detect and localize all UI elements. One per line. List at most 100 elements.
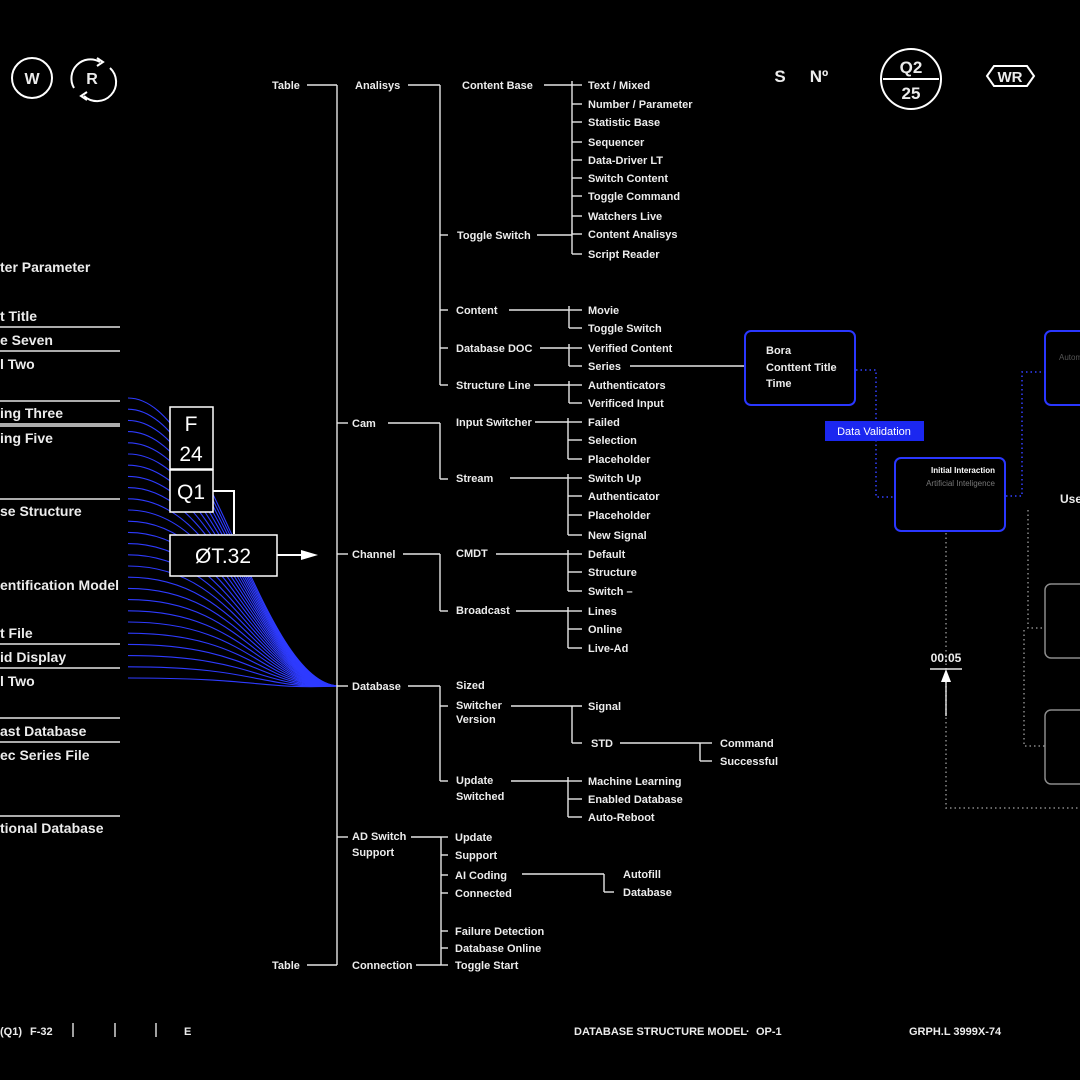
left-list-item: entification Model bbox=[0, 577, 119, 593]
autom-label: Autom bbox=[1059, 353, 1080, 362]
leaf-item: Series bbox=[588, 361, 621, 373]
leaf-item: Number / Parameter bbox=[588, 99, 693, 111]
footer-center: DATABASE STRUCTURE MODEL bbox=[574, 1026, 747, 1038]
wr-badge-shape bbox=[985, 65, 1036, 87]
node-structure-line: Structure Line bbox=[456, 380, 531, 392]
r-badge: R bbox=[86, 71, 98, 88]
leaf-item: Content Analisys bbox=[588, 229, 677, 241]
initial-interaction-sub: Artificial Inteligence bbox=[926, 479, 995, 488]
leaf-item: Lines bbox=[588, 606, 617, 618]
leaf-item: Default bbox=[588, 549, 626, 561]
leaf-item: Support bbox=[455, 850, 497, 862]
node-database-doc: Database DOC bbox=[456, 343, 532, 355]
leaf-item: Connected bbox=[455, 888, 512, 900]
footer: (Q1) F-32 E DATABASE STRUCTURE MODEL · O… bbox=[0, 1023, 1002, 1038]
level1-node: Connection bbox=[352, 960, 413, 972]
leaf-item: Switch Up bbox=[588, 473, 641, 485]
node-switched: Switched bbox=[456, 791, 504, 803]
node-stream: Stream bbox=[456, 473, 494, 485]
footer-e-label: E bbox=[184, 1026, 191, 1038]
tree: Table Table AnalisysCamChannelDatabaseAD… bbox=[272, 80, 778, 972]
leaf-item: Verificed Input bbox=[588, 398, 664, 410]
leaf-item: Toggle Start bbox=[455, 960, 519, 972]
node-switcher: Switcher bbox=[456, 700, 503, 712]
leaf-item: Placeholder bbox=[588, 454, 651, 466]
bora-line-2: Conttent Title bbox=[766, 362, 837, 374]
marker-ot: ØT.32 bbox=[195, 545, 251, 568]
footer-right: GRPH.L 3999X-74 bbox=[909, 1026, 1002, 1038]
node-broadcast: Broadcast bbox=[456, 605, 510, 617]
initial-interaction-title: Initial Interaction bbox=[931, 466, 995, 475]
leaf-item: Enabled Database bbox=[588, 794, 683, 806]
left-list-item: se Structure bbox=[0, 503, 82, 519]
leaf-item: Machine Learning bbox=[588, 776, 682, 788]
grey-box-top[interactable] bbox=[1044, 583, 1080, 659]
leaf-item: Successful bbox=[720, 756, 778, 768]
node-content-base: Content Base bbox=[462, 80, 533, 92]
leaf-item: Switch – bbox=[588, 586, 633, 598]
leaf-item: Text / Mixed bbox=[588, 80, 650, 92]
bora-box[interactable] bbox=[744, 330, 856, 406]
leaf-item: Script Reader bbox=[588, 249, 660, 261]
left-list-item: ing Five bbox=[0, 430, 53, 446]
footer-center-ref: OP-1 bbox=[756, 1026, 782, 1038]
no-label: Nº bbox=[810, 67, 829, 86]
left-list-item: ast Database bbox=[0, 723, 87, 739]
leaf-item: New Signal bbox=[588, 530, 647, 542]
autom-box[interactable] bbox=[1044, 330, 1080, 406]
leaf-item: Structure bbox=[588, 567, 637, 579]
leaf-item: Failed bbox=[588, 417, 620, 429]
use-label: Use bbox=[1060, 492, 1080, 506]
node-cmdt: CMDT bbox=[456, 548, 488, 560]
marker-24: 24 bbox=[179, 443, 203, 466]
node-toggle-switch: Toggle Switch bbox=[457, 230, 531, 242]
header: W R S Nº Q2 25 WR bbox=[11, 48, 1036, 110]
node-input-switcher: Input Switcher bbox=[456, 417, 533, 429]
leaf-item: Sequencer bbox=[588, 137, 645, 149]
data-validation-tag[interactable] bbox=[825, 421, 924, 441]
level1-node: Channel bbox=[352, 549, 395, 561]
left-list-item: ter Parameter bbox=[0, 259, 91, 275]
level1-node: AD Switch bbox=[352, 831, 407, 843]
refresh-icon[interactable] bbox=[70, 57, 118, 103]
leaf-item: Selection bbox=[588, 435, 637, 447]
leaf-item: Movie bbox=[588, 305, 619, 317]
leaf-item: Database bbox=[623, 887, 672, 899]
right-panel: Bora Conttent Title Time Data Validation… bbox=[630, 330, 1080, 809]
bora-line-3: Time bbox=[766, 378, 791, 390]
initial-interaction-box[interactable] bbox=[894, 457, 1006, 532]
grey-box-bottom[interactable] bbox=[1044, 709, 1080, 785]
quarter-top: Q2 bbox=[900, 58, 923, 77]
quarter-bottom: 25 bbox=[902, 84, 921, 103]
root-table-bottom: Table bbox=[272, 960, 300, 972]
leaf-item: Autofill bbox=[623, 869, 661, 881]
leaf-item: Command bbox=[720, 738, 774, 750]
level1-node: Support bbox=[352, 847, 394, 859]
left-list-item: l Two bbox=[0, 356, 35, 372]
s-label: S bbox=[774, 67, 785, 86]
left-list-item: ec Series File bbox=[0, 747, 90, 763]
flow-curves bbox=[127, 397, 339, 688]
leaf-item: Statistic Base bbox=[588, 117, 660, 129]
timer: 00:05 bbox=[931, 651, 962, 665]
marker-group: F 24 Q1 ØT.32 bbox=[169, 406, 318, 577]
node-update: Update bbox=[456, 775, 493, 787]
quarter-badge bbox=[880, 48, 942, 110]
footer-left-code: (Q1) bbox=[0, 1026, 22, 1038]
marker-f: F bbox=[185, 413, 198, 436]
level1-node: Cam bbox=[352, 418, 376, 430]
leaf-item: Live-Ad bbox=[588, 643, 628, 655]
left-list-item: l Two bbox=[0, 673, 35, 689]
node-std: STD bbox=[591, 738, 613, 750]
leaf-item: Toggle Switch bbox=[588, 323, 662, 335]
data-validation-label: Data Validation bbox=[837, 426, 911, 438]
leaf-item: Toggle Command bbox=[588, 191, 680, 203]
leaf-item: Data-Driver LT bbox=[588, 155, 663, 167]
leaf-item: Database Online bbox=[455, 943, 541, 955]
leaf-item: AI Coding bbox=[455, 870, 507, 882]
leaf-item: Online bbox=[588, 624, 622, 636]
leaf-item: Auto-Reboot bbox=[588, 812, 655, 824]
leaf-item: Switch Content bbox=[588, 173, 668, 185]
root-table-top: Table bbox=[272, 80, 300, 92]
